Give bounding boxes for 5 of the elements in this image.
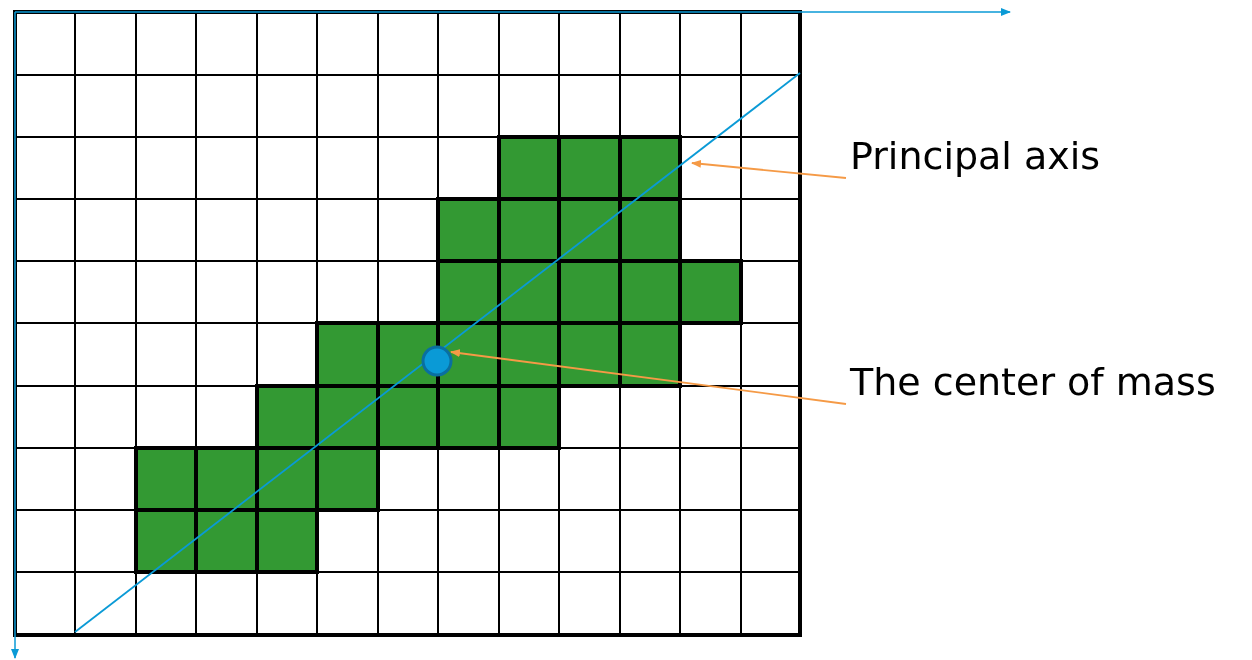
principal-axis-line — [74, 72, 801, 633]
axis-label: Principal axis — [850, 136, 1101, 178]
leader-line — [691, 159, 847, 179]
leader-line — [450, 349, 847, 405]
center-label: The center of mass — [850, 362, 1216, 404]
